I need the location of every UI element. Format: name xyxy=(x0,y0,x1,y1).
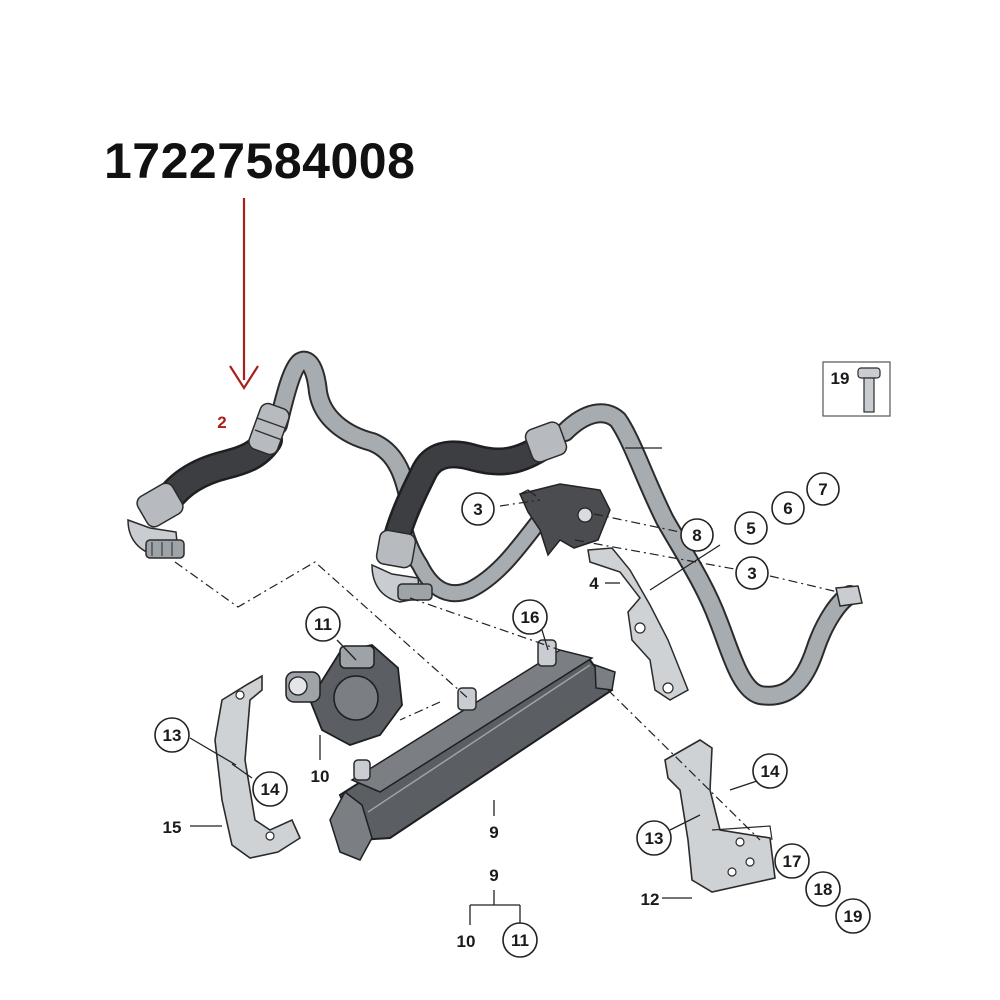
callout-18: 18 xyxy=(805,871,841,907)
callout-8-label: 8 xyxy=(692,526,701,545)
hose-dark-center xyxy=(371,421,568,603)
coolant-tube-upper xyxy=(268,350,420,515)
pointer-arrow-icon xyxy=(229,198,259,391)
bracket-15 xyxy=(214,674,302,859)
mounting-bracket-4 xyxy=(587,547,689,701)
callout-18-label: 18 xyxy=(814,880,833,899)
callout-6-label: 6 xyxy=(783,499,792,518)
callout-15: 15 xyxy=(163,818,182,837)
callout-7: 7 xyxy=(806,472,840,506)
callout-12: 12 xyxy=(641,890,660,909)
callout-13a: 13 xyxy=(154,717,190,753)
callout-13a-label: 13 xyxy=(163,726,182,745)
oil-cooler-9 xyxy=(329,639,616,861)
callout-5-label: 5 xyxy=(746,519,755,538)
callout-10: 10 xyxy=(311,767,330,786)
callout-8: 8 xyxy=(680,518,714,552)
callout-14a-label: 14 xyxy=(261,780,280,799)
callout-4: 4 xyxy=(589,574,599,593)
callout-14b-label: 14 xyxy=(761,762,780,781)
callout-11: 11 xyxy=(305,606,341,642)
callout-16: 16 xyxy=(512,599,548,635)
callout-13b: 13 xyxy=(636,820,672,856)
callout-3a: 3 xyxy=(461,492,495,526)
callout-10-tree: 10 xyxy=(457,932,476,951)
callout-3b-label: 3 xyxy=(747,564,756,583)
callout-9-tree: 9 xyxy=(489,866,498,885)
callout-19: 19 xyxy=(835,898,871,934)
callout-17: 17 xyxy=(774,843,810,879)
hose-clip-bracket xyxy=(518,483,611,557)
callout-19-box: 19 xyxy=(831,369,850,388)
callout-11-tree: 11 xyxy=(502,922,538,958)
callout-9: 9 xyxy=(489,823,498,842)
callout-11-tree-label: 11 xyxy=(511,931,529,950)
callout-13b-label: 13 xyxy=(645,829,664,848)
bolt-19-box xyxy=(822,361,891,417)
coolant-tube-lower xyxy=(393,511,549,603)
bracket-12 xyxy=(664,739,776,893)
callout-3a-label: 3 xyxy=(473,500,482,519)
part-number-title: 17227584008 xyxy=(104,133,416,189)
dashed-connection-lines xyxy=(174,499,839,841)
hose-2-highlighted-part xyxy=(127,402,290,559)
coolant-tube-right xyxy=(555,403,863,706)
callout-17-label: 17 xyxy=(783,852,802,871)
callout-2-highlight: 2 xyxy=(217,413,226,432)
callout-14b: 14 xyxy=(752,753,788,789)
callout-6: 6 xyxy=(771,491,805,525)
callout-11-label: 11 xyxy=(314,615,332,634)
callout-16-label: 16 xyxy=(521,608,540,627)
thermostat-valve-11 xyxy=(285,644,403,746)
callout-14a: 14 xyxy=(252,771,288,807)
callout-19-label: 19 xyxy=(844,907,863,926)
callout-5: 5 xyxy=(734,511,768,545)
leader-lines xyxy=(189,544,761,925)
callout-7-label: 7 xyxy=(818,480,827,499)
callout-3b: 3 xyxy=(735,556,769,590)
